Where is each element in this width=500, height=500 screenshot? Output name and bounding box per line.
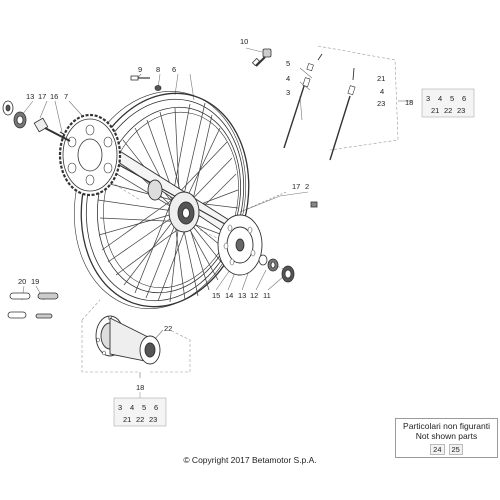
copyright-text: © Copyright 2017 Betamotor S.p.A. [183, 455, 317, 465]
callout: 8 [156, 65, 160, 74]
group-num: 22 [444, 106, 452, 115]
chain-link [7, 292, 59, 319]
parts-group-bottom: 3 4 5 6 21 22 23 [113, 397, 167, 427]
callout: 23 [377, 99, 385, 108]
separate-hub [95, 315, 161, 365]
callout: 20 [18, 277, 26, 286]
note-line-italian: Particolari non figuranti [403, 421, 490, 431]
not-shown-parts-box: Particolari non figuranti Not shown part… [395, 418, 498, 458]
callout: 22 [164, 324, 172, 333]
callout: 21 [377, 74, 385, 83]
brake-disc [217, 214, 263, 276]
callout: 7 [64, 92, 68, 101]
callout: 4 [286, 74, 290, 83]
callout: 3 [286, 88, 290, 97]
group-num: 22 [136, 415, 144, 424]
group-num: 4 [438, 94, 442, 103]
callout: 17 [38, 92, 46, 101]
group-num: 21 [123, 415, 131, 424]
callout: 18 [405, 98, 413, 107]
callout: 4 [380, 87, 384, 96]
group-num: 4 [130, 403, 134, 412]
right-bearings [258, 201, 318, 283]
note-number: 24 [430, 444, 445, 455]
callout: 13 [238, 291, 246, 300]
callout: 12 [250, 291, 258, 300]
group-num: 6 [462, 94, 466, 103]
group-num: 21 [431, 106, 439, 115]
callout: 11 [263, 291, 271, 300]
group-num: 23 [457, 106, 465, 115]
note-line-english: Not shown parts [415, 431, 478, 441]
wheel-spokes [97, 102, 239, 303]
loose-spokes [283, 53, 356, 161]
callout: 19 [31, 277, 39, 286]
callout: 10 [240, 37, 248, 46]
note-numbers: 24 25 [396, 444, 497, 455]
group-num: 6 [154, 403, 158, 412]
group-num: 5 [450, 94, 454, 103]
callout: 15 [212, 291, 220, 300]
rear-sprocket [58, 113, 122, 197]
note-number: 25 [448, 444, 463, 455]
group-num: 3 [426, 94, 430, 103]
callout: 18 [136, 383, 144, 392]
group-num: 23 [149, 415, 157, 424]
callout-labels: 10 9 8 6 13 17 16 7 5 4 3 21 4 23 18 17 … [18, 37, 413, 392]
wheel-rim [73, 91, 250, 309]
callout: 9 [138, 65, 142, 74]
callout: 17 [292, 182, 300, 191]
group-num: 5 [142, 403, 146, 412]
valve-stem [251, 48, 272, 67]
callout: 13 [26, 92, 34, 101]
callout: 2 [305, 182, 309, 191]
callout: 6 [172, 65, 176, 74]
group-num: 3 [118, 403, 122, 412]
left-bearings [2, 100, 71, 142]
callout: 5 [286, 59, 290, 68]
callout: 14 [225, 291, 233, 300]
callout: 16 [50, 92, 58, 101]
parts-group-top: 3 4 5 6 21 22 23 [421, 88, 475, 118]
sprocket-bolts [130, 75, 162, 91]
